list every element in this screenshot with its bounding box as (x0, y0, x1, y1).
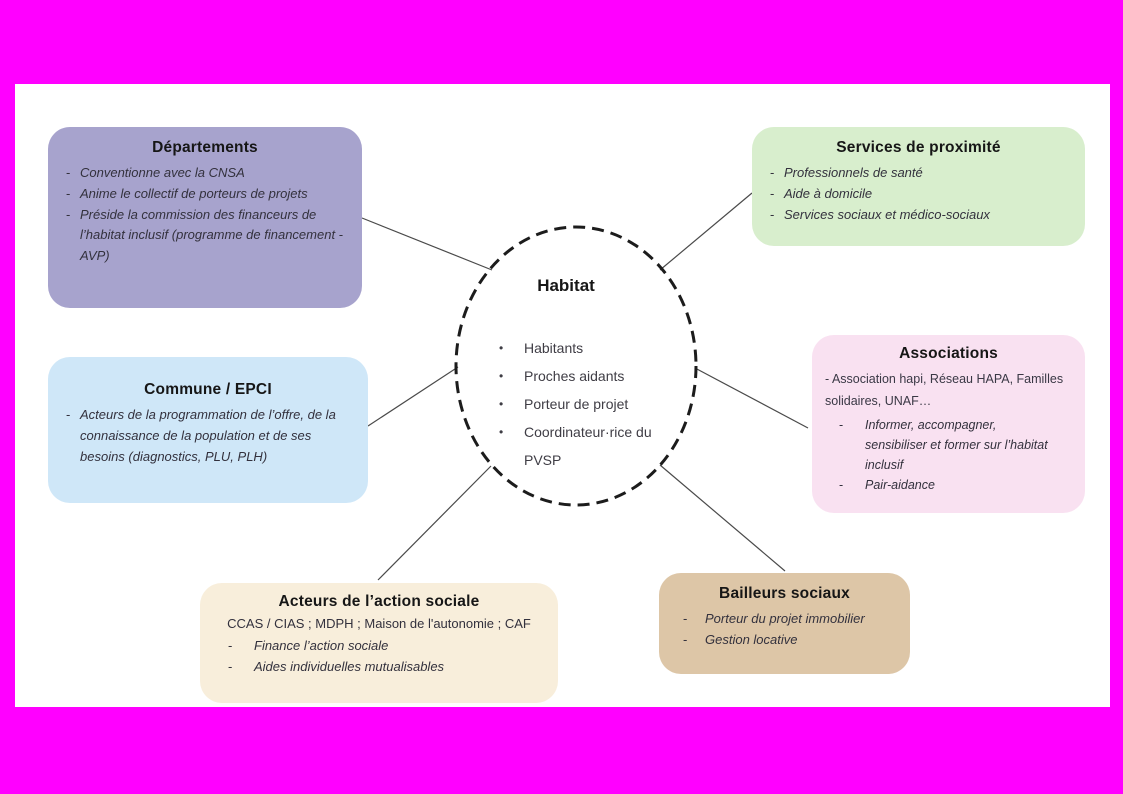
item-text: Informer, accompagner, sensibiliser et f… (865, 417, 1048, 472)
list-item: - Préside la commission des financeurs d… (64, 205, 346, 267)
item-dash: - (66, 165, 71, 180)
item-dash: - (839, 477, 844, 492)
acteurs-subtitle: CCAS / CIAS ; MDPH ; Maison de l'autonom… (227, 616, 531, 631)
list-item: - Finance l’action sociale (216, 636, 542, 657)
item-text: Anime le collectif de porteurs de projet… (80, 185, 308, 201)
list-item: - Acteurs de la programmation de l’offre… (64, 405, 352, 467)
box-commune-epci: Commune / EPCI - Acteurs de la programma… (48, 357, 368, 503)
list-item: - Aides individuelles mutualisables (216, 657, 542, 678)
item-dash: - (228, 658, 233, 674)
box-title-associations: Associations (899, 345, 998, 362)
item-text: Professionnels de santé (784, 165, 923, 180)
item-dash: - (228, 638, 233, 654)
box-title-acteurs: Acteurs de l’action sociale (278, 593, 480, 610)
box-bailleurs-sociaux: Bailleurs sociaux - Porteur du projet im… (659, 573, 910, 674)
box-title-bailleurs: Bailleurs sociaux (719, 585, 850, 602)
box-title-services: Services de proximité (836, 139, 1001, 156)
item-text: Préside la commission des financeurs de … (80, 206, 344, 264)
item-text: Porteur du projet immobilier (705, 611, 865, 626)
habitat-center: Habitat • Habitants • Proches aidants • … (471, 276, 661, 474)
item-bullet: • (499, 397, 504, 411)
list-item: - Conventionne avec la CNSA (64, 163, 346, 184)
item-dash: - (66, 185, 71, 201)
list-item: - Porteur du projet immobilier (675, 609, 894, 630)
associations-intro: - Association hapi, Réseau HAPA, Famille… (825, 372, 1064, 408)
box-departements: Départements - Conventionne avec la CNSA… (48, 127, 362, 308)
list-item: - Informer, accompagner, sensibiliser et… (825, 415, 1072, 475)
habitat-title: Habitat (537, 276, 595, 295)
item-text: Aide à domicile (784, 185, 873, 201)
item-dash: - (66, 206, 71, 222)
item-text: Acteurs de la programmation de l’offre, … (80, 407, 336, 464)
list-item: • Habitants (499, 334, 661, 362)
list-item: • Proches aidants (499, 362, 661, 390)
item-bullet: • (499, 369, 504, 383)
item-dash: - (839, 417, 844, 432)
item-bullet: • (499, 425, 504, 439)
item-text: Aides individuelles mutualisables (254, 658, 445, 674)
list-item: - Aide à domicile (768, 184, 1069, 205)
box-title-departements: Départements (152, 139, 258, 156)
item-dash: - (770, 185, 775, 201)
item-dash: - (683, 631, 688, 647)
item-text: Finance l’action sociale (254, 638, 389, 654)
list-item: • Coordinateur·rice du PVSP (499, 418, 661, 474)
item-dash: - (66, 407, 71, 422)
habitat-list: • Habitants • Proches aidants • Porteur … (471, 334, 661, 474)
item-text: Coordinateur·rice du PVSP (524, 424, 652, 468)
item-dash: - (770, 165, 775, 180)
item-text: Services sociaux et médico-sociaux (784, 206, 990, 222)
item-text: Habitants (524, 340, 584, 356)
item-dash: - (770, 206, 775, 222)
box-services-proximite: Services de proximité - Professionnels d… (752, 127, 1085, 246)
item-bullet: • (499, 341, 504, 355)
list-item: - Anime le collectif de porteurs de proj… (64, 184, 346, 205)
item-text: Pair-aidance (865, 477, 935, 492)
list-item: - Services sociaux et médico-sociaux (768, 205, 1069, 226)
item-text: Conventionne avec la CNSA (80, 165, 245, 180)
item-text: Porteur de projet (524, 396, 629, 412)
box-associations: Associations - Association hapi, Réseau … (812, 335, 1085, 513)
box-title-commune: Commune / EPCI (144, 381, 272, 398)
list-item: - Pair-aidance (825, 475, 1072, 495)
item-dash: - (683, 611, 688, 626)
box-acteurs-action-sociale: Acteurs de l’action sociale CCAS / CIAS … (200, 583, 558, 703)
item-text: Proches aidants (524, 368, 625, 384)
list-item: - Professionnels de santé (768, 163, 1069, 184)
list-item: • Porteur de projet (499, 390, 661, 418)
list-item: - Gestion locative (675, 630, 894, 651)
item-text: Gestion locative (705, 631, 798, 647)
